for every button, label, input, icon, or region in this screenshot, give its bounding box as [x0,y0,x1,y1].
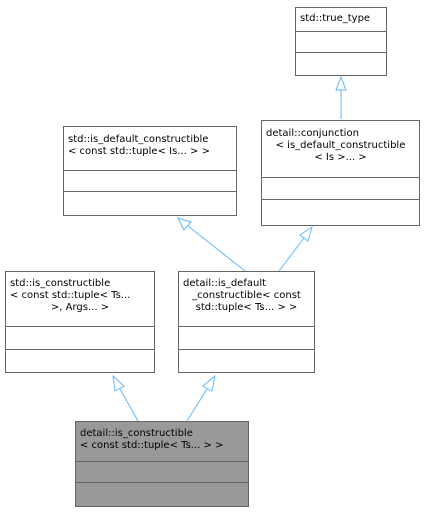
class-name: detail::conjunction < is_default_constru… [262,121,419,178]
class-node-std-is-constructible[interactable]: std::is_constructible < const std::tuple… [5,271,155,373]
edge-conjunction-to-true-type [335,75,347,119]
attributes-section [296,32,386,53]
class-name-line: std::is_constructible [10,278,111,289]
class-name-line: < const std::tuple< Ts... > > [80,440,224,451]
class-name-line: < Is >... > [314,152,367,163]
methods-section [296,53,386,75]
class-name-line: _constructible< const [192,290,301,301]
class-name: detail::is_constructible < const std::tu… [76,422,248,462]
class-name-line: detail::is_constructible [80,428,193,439]
edge-detail-constructible-to-detail-default [186,374,216,422]
methods-section [76,483,248,506]
class-node-std-is-default-constructible[interactable]: std::is_default_constructible < const st… [63,126,237,216]
class-name-line: detail::conjunction [266,128,359,139]
attributes-section [179,327,314,350]
attributes-section [262,178,419,200]
methods-section [64,192,236,215]
class-name-line: < const std::tuple< Ts... [10,290,131,301]
class-node-detail-is-constructible[interactable]: detail::is_constructible < const std::tu… [75,421,249,507]
class-name-line: std::tuple< Ts... > > [195,302,298,313]
class-name-line: < is_default_constructible [275,140,406,151]
edge-detail-default-to-std-default [177,217,246,272]
class-name: std::is_default_constructible < const st… [64,127,236,171]
class-name-line: std::is_default_constructible [68,134,209,145]
class-node-std-true-type[interactable]: std::true_type [295,7,387,76]
methods-section [6,350,154,372]
class-name: std::true_type [296,8,386,32]
methods-section [262,200,419,225]
edge-detail-default-to-conjunction [278,225,313,272]
class-name-line: < const std::tuple< Is... > > [68,146,210,157]
class-name-line: detail::is_default [183,278,267,289]
class-name-line: std::true_type [300,13,371,24]
attributes-section [64,171,236,192]
methods-section [179,350,314,372]
class-name: detail::is_default _constructible< const… [179,272,314,327]
class-node-detail-is-default-constructible[interactable]: detail::is_default _constructible< const… [178,271,315,373]
class-node-detail-conjunction[interactable]: detail::conjunction < is_default_constru… [261,120,420,226]
edge-detail-constructible-to-std-constructible [112,374,139,422]
class-name: std::is_constructible < const std::tuple… [6,272,154,327]
attributes-section [76,462,248,483]
attributes-section [6,327,154,350]
class-name-line: >, Args... > [50,302,110,313]
